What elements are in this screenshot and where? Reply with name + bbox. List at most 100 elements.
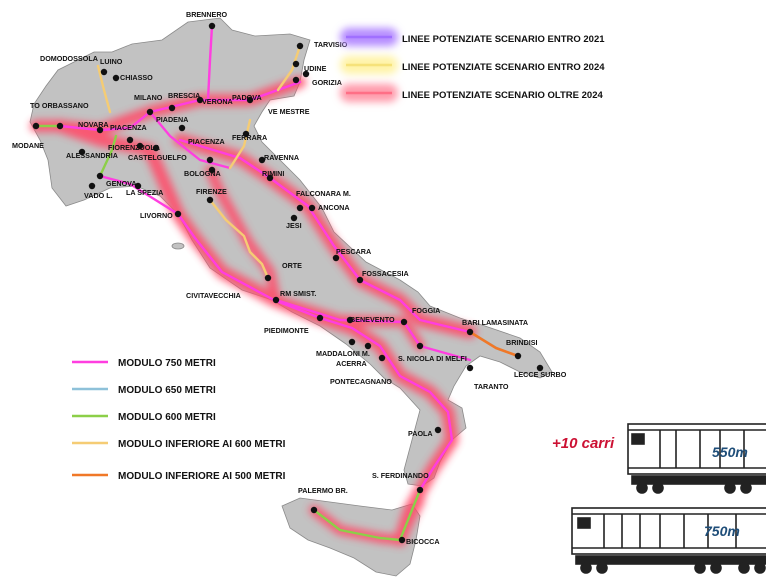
module-legend-item[interactable]: MODULO 650 METRI [72,385,216,396]
node-bari-lamasinata[interactable] [466,328,474,336]
module-750-label: MODULO 750 METRI [118,358,216,369]
node-piadena[interactable] [178,124,186,132]
node-orte[interactable] [264,274,272,282]
node-modane[interactable] [32,122,40,130]
train-550-length: 550m [712,444,748,460]
scenario-legend-item[interactable]: LINEE POTENZIATE SCENARIO ENTRO 2024 [340,56,605,74]
node-brennero[interactable] [208,22,216,30]
node-jesi[interactable] [290,214,298,222]
node-pontecagnano[interactable] [378,354,386,362]
label-rm-smist: RM SMIST. [280,289,316,298]
node-milano[interactable] [146,108,154,116]
node-fiorenzuola[interactable] [136,142,144,150]
module-legend-item[interactable]: MODULO 600 METRI [72,412,216,423]
node-chiasso[interactable] [112,74,120,82]
node-to-orbassano[interactable] [56,122,64,130]
label-brennero: BRENNERO [186,10,228,19]
label-modane: MODANE [12,141,44,150]
module-legend: MODULO 750 METRI MODULO 650 METRI MODULO… [72,358,286,482]
node-pescara[interactable] [332,254,340,262]
node-maddaloni[interactable] [348,338,356,346]
node-lecce-surbo[interactable] [536,364,544,372]
node-luino[interactable] [100,68,108,76]
lines-below-600m [96,44,302,280]
scenario-legend-item[interactable]: LINEE POTENZIATE SCENARIO OLTRE 2024 [340,84,603,102]
node-ancona[interactable] [308,204,316,212]
label-fiorenzuola: FIORENZUOLA [108,143,160,152]
label-ve-mestre: VE MESTRE [268,107,310,116]
label-padova: PADOVA [232,93,262,102]
scenario-legend-item[interactable]: LINEE POTENZIATE SCENARIO ENTRO 2021 [340,28,605,46]
node-novara[interactable] [96,126,104,134]
node-palermo[interactable] [310,506,318,514]
node-bologna[interactable] [208,166,216,174]
node-rimini[interactable] [266,174,274,182]
label-livorno: LIVORNO [140,211,173,220]
module-650-label: MODULO 650 METRI [118,385,216,396]
line-milano-bologna [148,110,232,170]
label-castelguelfo: CASTELGUELFO [128,153,187,162]
node-genova[interactable] [96,172,104,180]
node-foggia[interactable] [400,318,408,326]
node-falconara[interactable] [296,204,304,212]
node-piacenza[interactable] [126,136,134,144]
node-la-spezia[interactable] [134,182,142,190]
node-benevento[interactable] [346,316,354,324]
node-brescia[interactable] [168,104,176,112]
label-bari-lamasinata: BARI LAMASINATA [462,318,528,327]
label-alessandria: ALESSANDRIA [66,151,118,160]
node-piacenza-2[interactable] [206,156,214,164]
elba-island [171,242,185,250]
label-ferrara: FERRARA [232,133,267,142]
node-ferrara[interactable] [242,130,250,138]
module-legend-item[interactable]: MODULO INFERIORE AI 600 METRI [72,439,286,450]
node-bicocca[interactable] [398,536,406,544]
node-ve-mestre[interactable] [292,76,300,84]
train-comparison: +10 carri 550m [552,423,766,574]
node-s-nicola-di-melfi[interactable] [416,342,424,350]
node-piedimonte[interactable] [316,314,324,322]
label-acerra: ACERRA [336,359,367,368]
rail-nodes [32,22,544,544]
node-s-ferdinando[interactable] [416,486,424,494]
node-vado[interactable] [88,182,96,190]
module-legend-item[interactable]: MODULO INFERIORE AI 500 METRI [72,471,286,482]
label-maddaloni: MADDALONI M. [316,349,370,358]
node-firenze[interactable] [206,196,214,204]
scenario-oltre-2024-label: LINEE POTENZIATE SCENARIO OLTRE 2024 [402,90,603,101]
module-legend-item[interactable]: MODULO 750 METRI [72,358,216,369]
line-domodossola [96,64,112,114]
node-ravenna[interactable] [258,156,266,164]
line-bologna-ferrara [228,118,252,170]
node-acerra[interactable] [364,342,372,350]
node-paola[interactable] [434,426,442,434]
node-livorno[interactable] [174,210,182,218]
label-vado: VADO L. [84,191,113,200]
label-foggia: FOGGIA [412,306,440,315]
label-lecce-surbo: LECCE SURBO [514,370,567,379]
node-udine[interactable] [292,60,300,68]
label-bologna: BOLOGNA [184,169,221,178]
line-genova-tirreno [98,174,180,216]
line-brennero [206,24,214,102]
line-adriatic [178,138,472,334]
node-padova[interactable] [246,96,254,104]
train-550-bogies [631,475,766,485]
node-brindisi[interactable] [514,352,522,360]
node-alessandria[interactable] [78,148,86,156]
node-castelguelfo[interactable] [152,144,160,152]
node-gorizia[interactable] [302,70,310,78]
node-fossacesia[interactable] [356,276,364,284]
node-taranto[interactable] [466,364,474,372]
lines-600m [34,124,422,542]
lines-below-500m [468,330,520,358]
node-verona[interactable] [196,96,204,104]
label-pescara: PESCARA [336,247,371,256]
node-tarvisio[interactable] [296,42,304,50]
label-fossacesia: FOSSACESIA [362,269,409,278]
node-rm-smist[interactable] [272,296,280,304]
label-novara: NOVARA [78,120,109,129]
train-750-bogies [575,555,766,565]
label-ravenna: RAVENNA [264,153,299,162]
label-rimini: RIMINI [262,169,284,178]
